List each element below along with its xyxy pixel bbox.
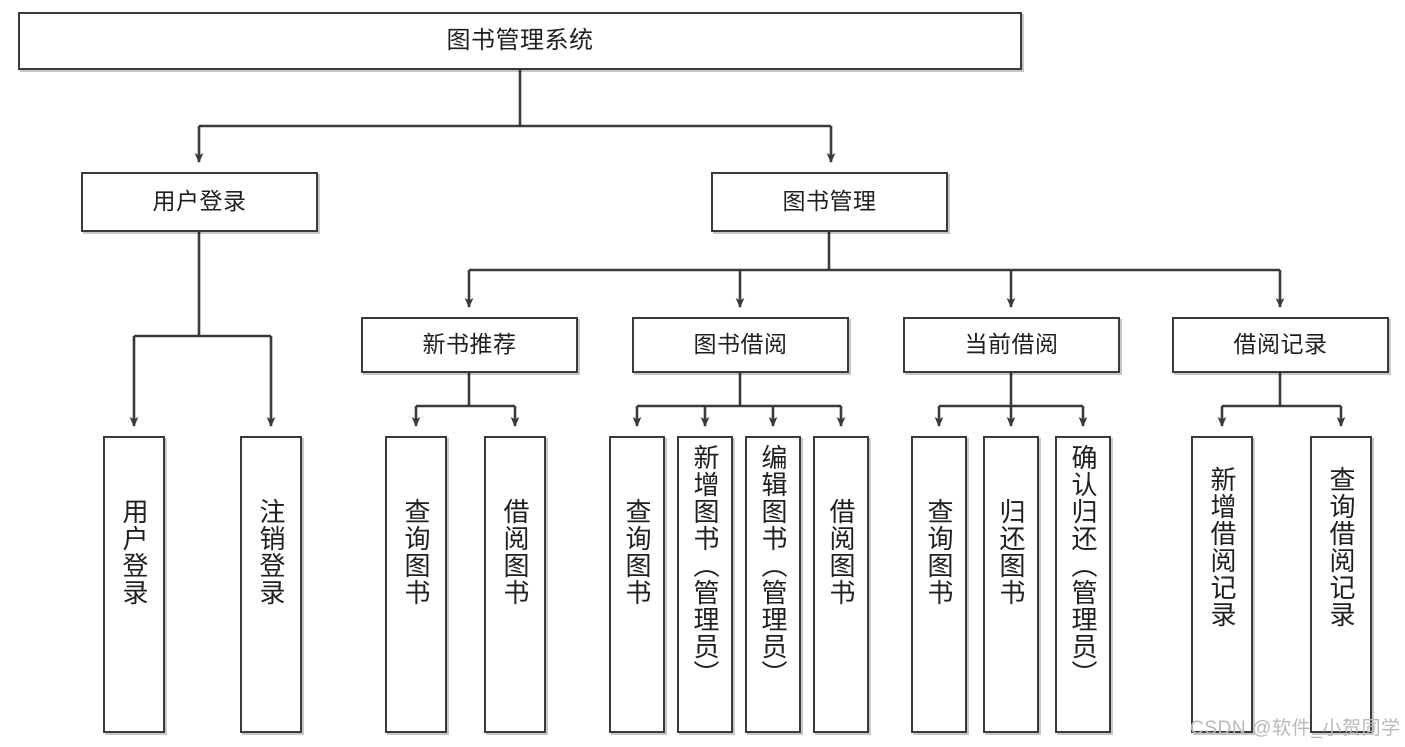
node-leaf-query-book-2[interactable]: 查询图书 bbox=[609, 436, 665, 733]
node-leaf-return-book-label: 归还图书 bbox=[996, 498, 1027, 606]
node-new-book-rec-label: 新书推荐 bbox=[422, 331, 517, 358]
node-leaf-query-book-3[interactable]: 查询图书 bbox=[911, 436, 967, 733]
node-user-login-label: 用户登录 bbox=[152, 188, 247, 215]
node-user-login[interactable]: 用户登录 bbox=[81, 172, 318, 232]
edges-root-to-level2 bbox=[194, 70, 836, 163]
node-leaf-query-record[interactable]: 查询借阅记录 bbox=[1310, 436, 1372, 733]
node-leaf-add-record[interactable]: 新增借阅记录 bbox=[1191, 436, 1253, 733]
node-borrow-record[interactable]: 借阅记录 bbox=[1172, 317, 1389, 373]
node-leaf-borrow-book-1[interactable]: 借阅图书 bbox=[484, 436, 546, 733]
node-book-manage-label: 图书管理 bbox=[782, 188, 877, 215]
node-current-borrow[interactable]: 当前借阅 bbox=[903, 317, 1120, 373]
node-leaf-user-login-label: 用户登录 bbox=[119, 498, 150, 606]
edges-borrowrecord-to-leaves bbox=[1217, 373, 1346, 427]
node-leaf-add-book[interactable]: 新增图书（管理员） bbox=[677, 436, 733, 733]
node-leaf-add-book-label: 新增图书（管理员） bbox=[690, 444, 721, 687]
node-current-borrow-label: 当前借阅 bbox=[964, 331, 1059, 358]
node-borrow-record-label: 借阅记录 bbox=[1233, 331, 1328, 358]
edges-bookborrow-to-leaves bbox=[632, 373, 846, 427]
node-leaf-borrow-book-2-label: 借阅图书 bbox=[826, 498, 857, 606]
node-leaf-query-record-label: 查询借阅记录 bbox=[1326, 466, 1357, 628]
node-leaf-user-logout-label: 注销登录 bbox=[256, 498, 287, 606]
node-leaf-user-login[interactable]: 用户登录 bbox=[103, 436, 165, 733]
node-leaf-confirm-return-label: 确认归还（管理员） bbox=[1068, 444, 1099, 687]
edges-userlogin-to-leaves bbox=[129, 232, 276, 427]
node-book-borrow[interactable]: 图书借阅 bbox=[632, 317, 849, 373]
node-leaf-user-logout[interactable]: 注销登录 bbox=[240, 436, 302, 733]
node-leaf-query-book-3-label: 查询图书 bbox=[924, 498, 955, 606]
node-leaf-add-record-label: 新增借阅记录 bbox=[1207, 466, 1238, 628]
csdn-watermark: CSDN @软件_小贺同学 bbox=[1190, 718, 1401, 739]
node-leaf-borrow-book-2[interactable]: 借阅图书 bbox=[813, 436, 869, 733]
edges-currentborrow-to-leaves bbox=[934, 373, 1088, 427]
node-leaf-confirm-return[interactable]: 确认归还（管理员） bbox=[1055, 436, 1111, 733]
node-leaf-query-book-1[interactable]: 查询图书 bbox=[385, 436, 447, 733]
node-book-borrow-label: 图书借阅 bbox=[693, 331, 788, 358]
node-leaf-edit-book-label: 编辑图书（管理员） bbox=[758, 444, 789, 687]
edges-bookmanage-to-level3 bbox=[464, 232, 1285, 308]
node-leaf-return-book[interactable]: 归还图书 bbox=[983, 436, 1039, 733]
node-leaf-query-book-1-label: 查询图书 bbox=[401, 498, 432, 606]
node-leaf-edit-book[interactable]: 编辑图书（管理员） bbox=[745, 436, 801, 733]
node-leaf-query-book-2-label: 查询图书 bbox=[622, 498, 653, 606]
node-root-label: 图书管理系统 bbox=[446, 26, 594, 54]
node-book-manage[interactable]: 图书管理 bbox=[711, 172, 948, 232]
edges-newbook-to-leaves bbox=[411, 373, 520, 427]
node-root[interactable]: 图书管理系统 bbox=[18, 12, 1022, 70]
node-new-book-rec[interactable]: 新书推荐 bbox=[361, 317, 578, 373]
node-leaf-borrow-book-1-label: 借阅图书 bbox=[500, 498, 531, 606]
